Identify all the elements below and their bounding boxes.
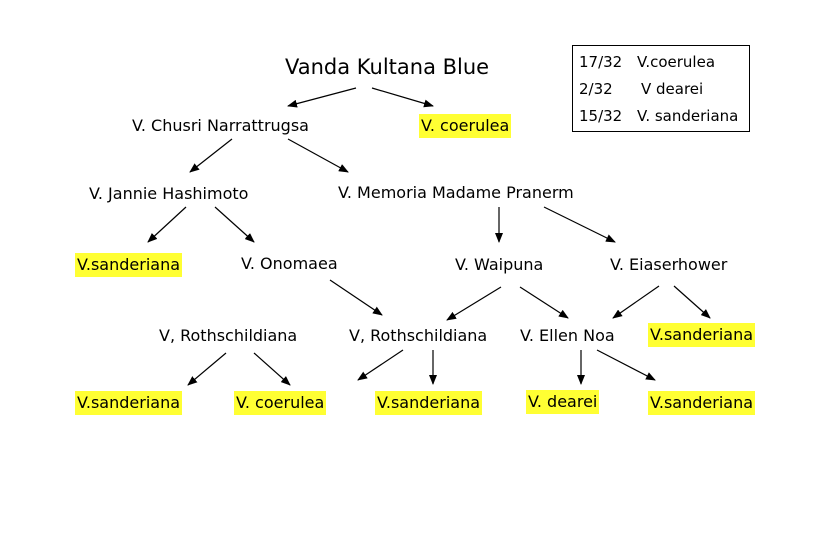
arrow xyxy=(187,352,227,386)
root-title: Vanda Kultana Blue xyxy=(285,55,490,79)
node-rothschildiana-middle: V, Rothschildiana xyxy=(349,326,488,345)
node-waipuna: V. Waipuna xyxy=(455,255,544,274)
legend-species: V.coerulea xyxy=(637,53,716,71)
node-coerulea-highlighted: V. coerulea xyxy=(234,391,327,415)
arrow xyxy=(357,349,404,381)
arrow xyxy=(673,285,711,319)
arrow xyxy=(287,87,357,108)
legend-fraction: 2/32 xyxy=(579,80,613,98)
arrow xyxy=(446,286,502,321)
node-chusri-narrattrugsa: V. Chusri Narrattrugsa xyxy=(132,116,309,135)
node-sanderiana-highlighted: V.sanderiana xyxy=(648,323,756,347)
arrow xyxy=(329,279,383,316)
arrow xyxy=(253,352,291,386)
node-onomaea: V. Onomaea xyxy=(241,254,338,273)
node-sanderiana-highlighted: V.sanderiana xyxy=(648,391,756,415)
arrow xyxy=(596,349,656,381)
arrow xyxy=(519,286,569,319)
node-sanderiana-highlighted: V.sanderiana xyxy=(75,391,183,415)
node-coerulea-highlighted: V. coerulea xyxy=(419,114,512,138)
legend-fraction: 17/32 xyxy=(579,53,623,71)
node-eiaserhower: V. Eiaserhower xyxy=(610,255,728,274)
legend-fraction: 15/32 xyxy=(579,107,623,125)
node-jannie-hashimoto: V. Jannie Hashimoto xyxy=(89,184,249,203)
node-rothschildiana-left: V, Rothschildiana xyxy=(159,326,298,345)
arrow xyxy=(543,206,616,243)
arrow xyxy=(371,87,434,108)
arrow xyxy=(214,206,255,243)
ancestry-legend: 17/32 V.coerulea 2/32 V dearei 15/32 V. … xyxy=(572,45,750,132)
arrow xyxy=(287,138,349,173)
node-sanderiana-highlighted: V.sanderiana xyxy=(75,253,183,277)
node-sanderiana-highlighted: V.sanderiana xyxy=(375,391,483,415)
node-dearei-highlighted: V. dearei xyxy=(526,390,600,414)
arrow xyxy=(189,138,233,173)
node-ellen-noa: V. Ellen Noa xyxy=(520,326,615,345)
arrow xyxy=(147,206,187,243)
node-memoria-madame-pranerm: V. Memoria Madame Pranerm xyxy=(338,183,574,202)
legend-species: V. sanderiana xyxy=(637,107,739,125)
legend-species: V dearei xyxy=(641,80,704,98)
arrow xyxy=(612,285,660,319)
